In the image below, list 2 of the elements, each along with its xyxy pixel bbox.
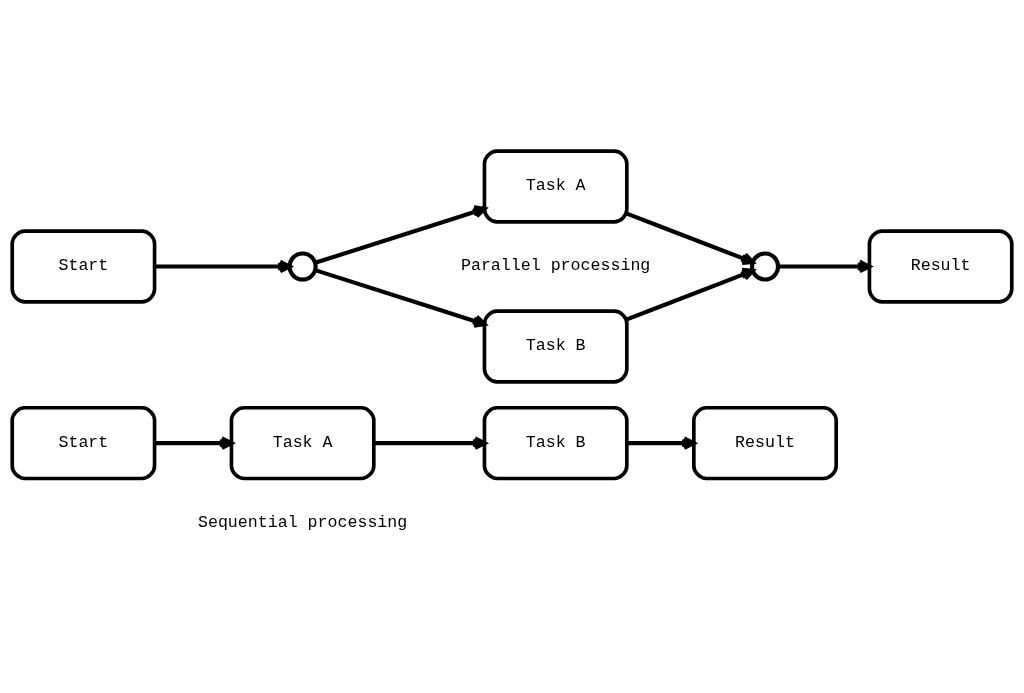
label: Parallel processing (460, 256, 651, 276)
label: Sequential processing (197, 513, 408, 533)
